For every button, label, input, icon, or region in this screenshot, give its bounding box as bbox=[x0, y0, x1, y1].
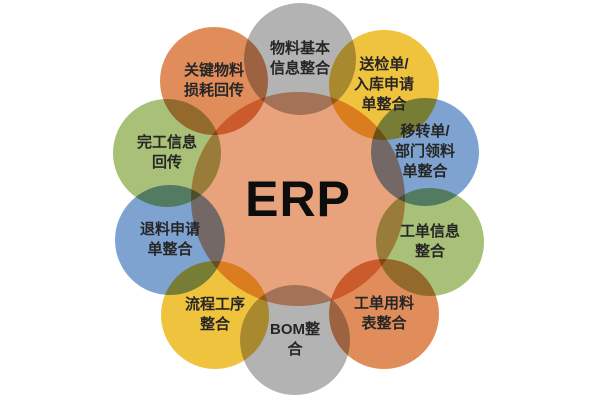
node-circle-key-material-loss-feedback bbox=[160, 27, 268, 135]
